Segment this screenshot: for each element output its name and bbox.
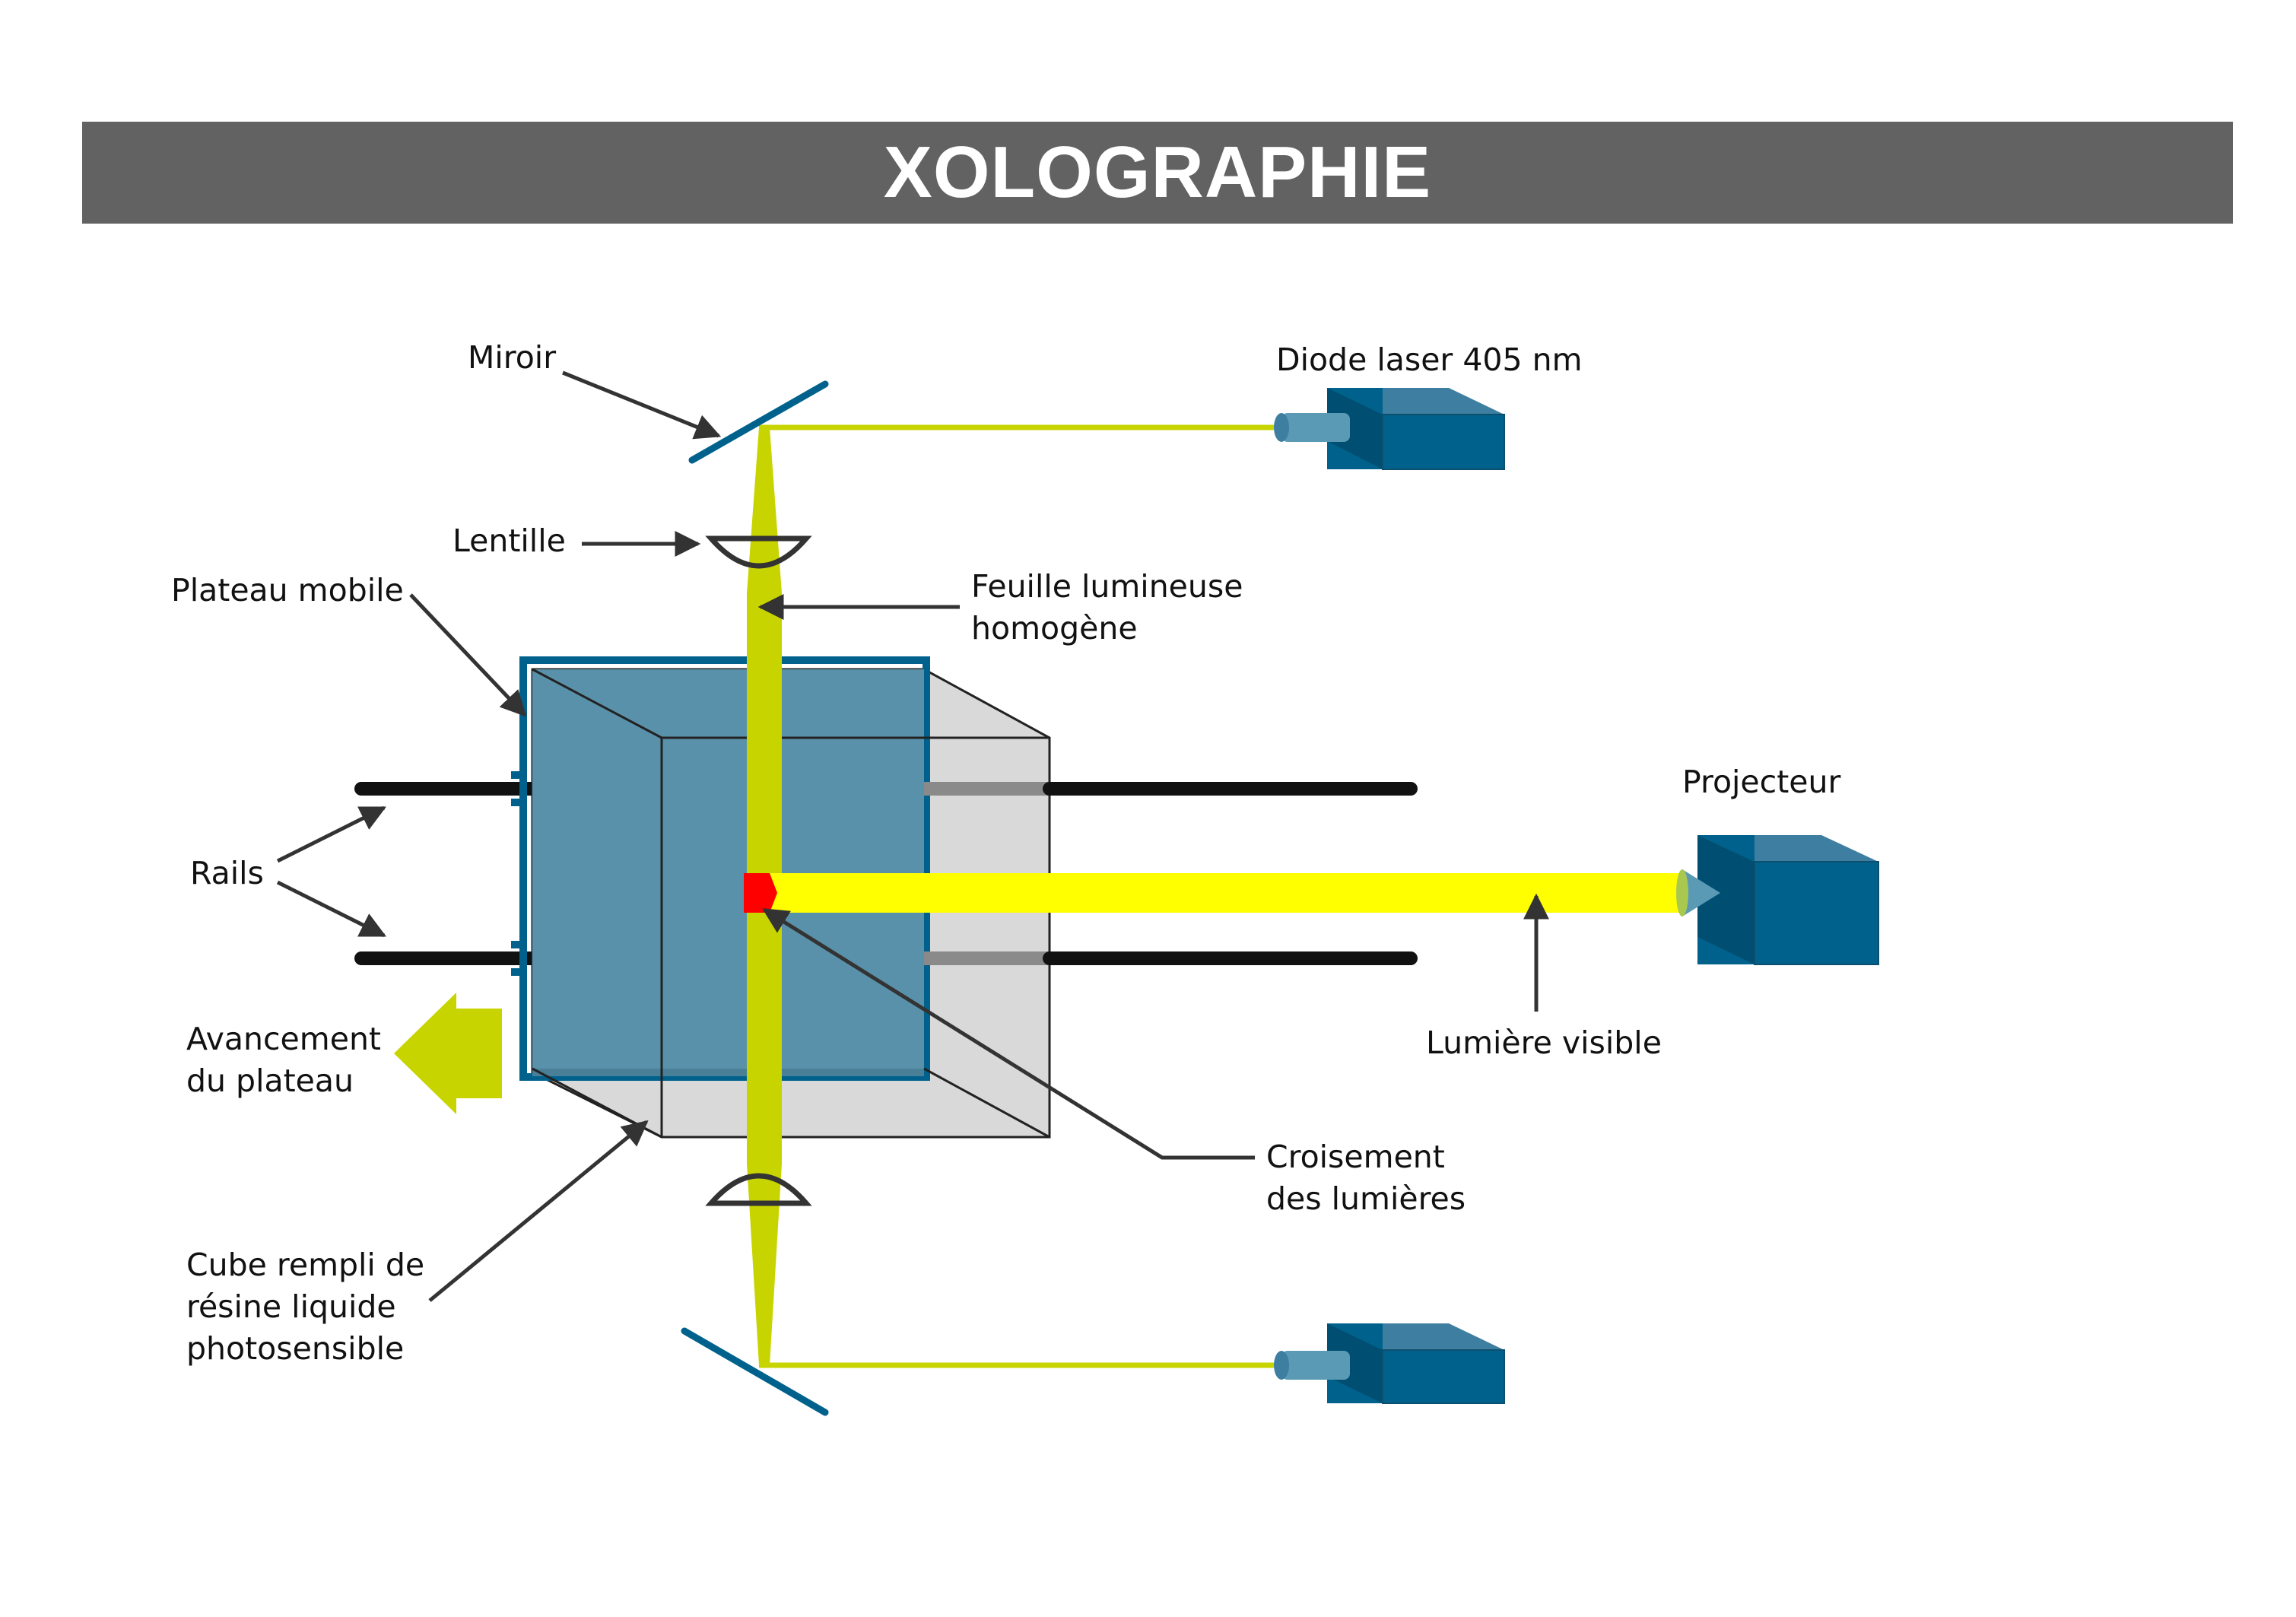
label-lentille: Lentille — [453, 523, 566, 559]
mirror-bottom — [681, 1327, 829, 1416]
title-bar: XOLOGRAPHIE — [82, 122, 2233, 224]
label-avancement-1: Avancement — [186, 1021, 381, 1057]
crossing-zone — [744, 873, 777, 913]
advance-arrow — [394, 993, 502, 1114]
leader-miroir — [562, 370, 722, 440]
rail-clip — [511, 799, 525, 806]
projector — [1676, 835, 1879, 965]
rail-clip — [511, 968, 525, 976]
label-feuille-2: homogène — [971, 610, 1138, 646]
label-diode: Diode laser 405 nm — [1276, 342, 1583, 378]
rail-clip — [511, 771, 525, 779]
label-rails: Rails — [190, 855, 264, 891]
page-title: XOLOGRAPHIE — [883, 132, 1432, 213]
laser-diode-bottom — [1274, 1323, 1505, 1404]
label-avancement-2: du plateau — [186, 1063, 354, 1099]
label-croisement-2: des lumières — [1266, 1180, 1466, 1217]
leader-lines — [276, 370, 1549, 1302]
label-projecteur: Projecteur — [1682, 764, 1840, 800]
mirror-top — [688, 380, 829, 464]
label-cube-3: photosensible — [186, 1330, 404, 1367]
moving-plate — [519, 656, 930, 1081]
label-feuille-1: Feuille lumineuse — [971, 568, 1243, 605]
visible-light-beam — [764, 873, 1685, 913]
label-lumiere: Lumière visible — [1426, 1025, 1662, 1061]
leader-rails-top — [276, 805, 387, 863]
rail-clip — [511, 941, 525, 948]
leader-rails-bottom — [276, 880, 387, 938]
label-plateau: Plateau mobile — [171, 572, 404, 608]
rails — [354, 771, 539, 976]
leader-croisement — [762, 907, 1255, 1160]
laser-diode-top — [1274, 388, 1505, 470]
lens-bottom — [705, 1173, 812, 1206]
lens-top — [705, 535, 812, 569]
label-miroir: Miroir — [468, 339, 556, 376]
rails-right — [924, 782, 1418, 965]
label-cube-1: Cube rempli de — [186, 1247, 424, 1283]
leader-plateau — [409, 593, 527, 717]
label-croisement-1: Croisement — [1266, 1139, 1445, 1175]
cube-edges — [532, 668, 1051, 1139]
leader-cube — [428, 1120, 649, 1302]
plate-frame — [519, 656, 930, 1081]
plate-face — [532, 669, 924, 1069]
label-cube-2: résine liquide — [186, 1288, 396, 1325]
